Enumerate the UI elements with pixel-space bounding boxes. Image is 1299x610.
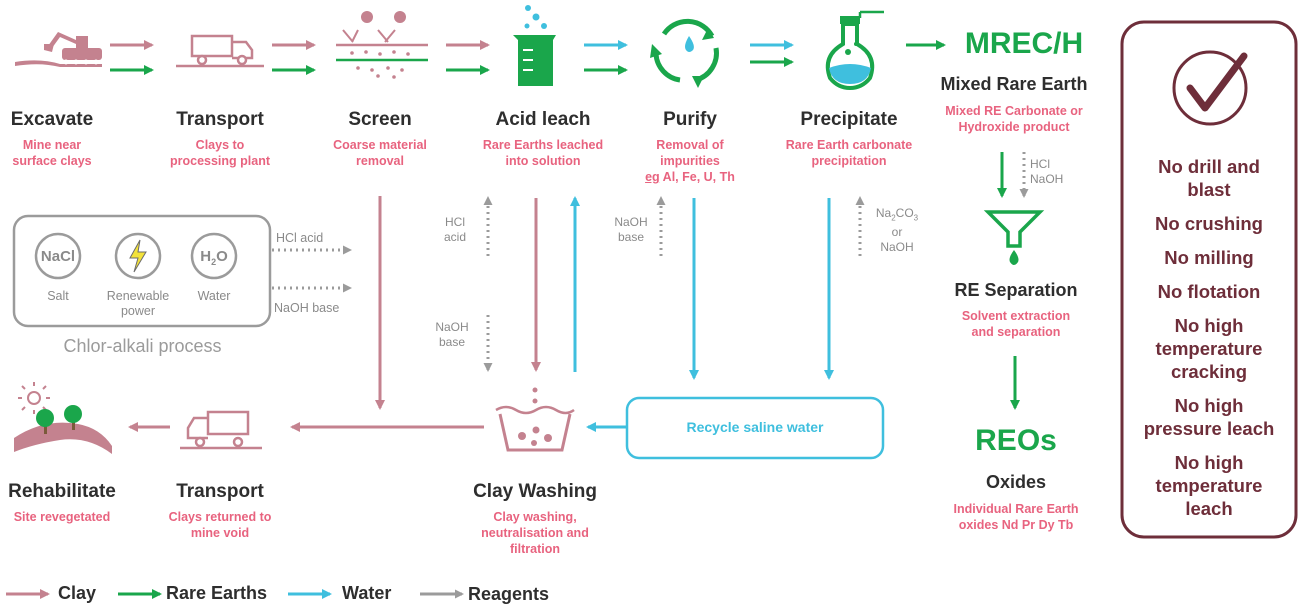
step-title-clay-washing: Clay Washing — [473, 481, 597, 502]
recycle-label: Recycle saline water — [686, 419, 824, 435]
screen-icon — [336, 11, 428, 79]
funnel-icon — [983, 210, 1045, 265]
step-title-acid-leach: Acid leach — [495, 109, 591, 130]
mrec-title: MREC/H — [964, 27, 1084, 60]
output-hcl-acid: HCl acid — [276, 231, 324, 245]
benefits-box — [1120, 20, 1298, 539]
step-title-purify: Purify — [663, 109, 717, 130]
water-label: Water — [197, 289, 231, 303]
reos-title: REOs — [975, 424, 1057, 457]
legend-label-clay: Clay — [58, 583, 97, 603]
reos-subtitle: Oxides — [985, 472, 1047, 492]
reagent-arrows — [272, 152, 1029, 372]
benefit-item: No flotation — [1157, 281, 1261, 302]
step-title-precipitate: Precipitate — [800, 109, 898, 130]
benefit-item: No milling — [1164, 247, 1254, 268]
salt-label: Salt — [47, 289, 69, 303]
step-title-rehabilitate: Rehabilitate — [8, 481, 116, 502]
step-title-transport: Transport — [176, 109, 264, 130]
flow-arrows-top — [110, 40, 946, 75]
legend-label-rare-earths: Rare Earths — [166, 583, 268, 603]
lightning-icon — [129, 239, 147, 273]
legend-label-reagents: Reagents — [468, 584, 550, 604]
recycle-icon — [650, 18, 719, 88]
power-circle — [114, 232, 162, 280]
wash-tub-icon — [495, 387, 575, 452]
recycle-box — [625, 396, 885, 460]
water-symbol: H2O — [200, 248, 228, 267]
legend-label-water: Water — [342, 583, 392, 603]
check-icon — [1186, 52, 1248, 112]
benefit-item: No crushing — [1155, 213, 1263, 234]
mrec-subtitle: Mixed Rare Earth — [940, 74, 1088, 94]
re-separation-title: RE Separation — [954, 280, 1078, 300]
step-title-screen: Screen — [348, 109, 412, 130]
output-naoh-base: NaOH base — [274, 301, 340, 315]
truck-icon — [176, 34, 264, 68]
step-title-transport-return: Transport — [176, 481, 264, 502]
flask-icon — [825, 10, 884, 91]
step-title-excavate: Excavate — [10, 109, 94, 130]
chlor-alkali-box — [12, 214, 272, 328]
flow-arrows-vertical — [375, 152, 1020, 410]
check-circle-icon — [1172, 50, 1248, 126]
water-circle — [190, 232, 238, 280]
salt-circle — [34, 232, 82, 280]
step-desc-rehabilitate: Site revegetated — [13, 510, 111, 524]
return-truck-icon — [180, 410, 262, 450]
excavator-icon — [15, 32, 102, 67]
rehabilitate-icon — [14, 382, 112, 454]
chlor-alkali-title: Chlor-alkali process — [63, 336, 222, 356]
beaker-icon — [513, 5, 556, 86]
salt-symbol: NaCl — [40, 248, 76, 265]
